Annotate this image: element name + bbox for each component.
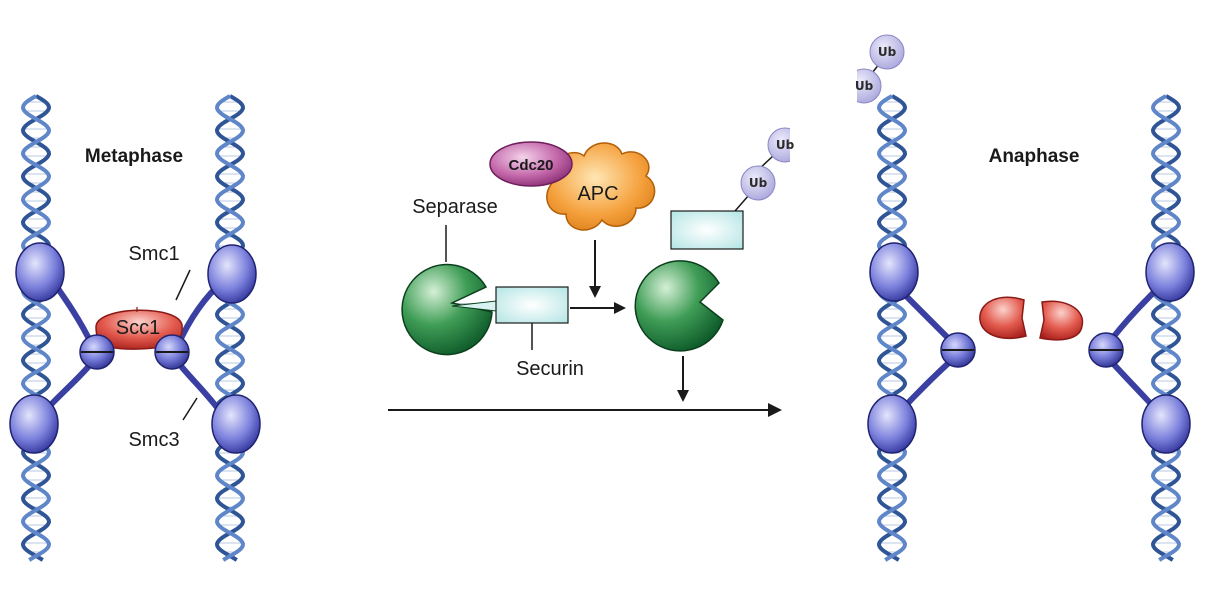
separase-protein — [401, 263, 493, 356]
ub-label-3: Ub — [878, 45, 897, 59]
scc1-fragment-right — [1039, 300, 1084, 341]
smc1-label: Smc1 — [128, 243, 179, 265]
ubiquitinated-securin — [670, 210, 744, 250]
dna-strand — [214, 94, 246, 562]
smc1-leader — [175, 269, 191, 301]
scc1-label: Scc1 — [116, 317, 160, 339]
smc3-hinge-left — [9, 394, 59, 454]
dna-strand — [1150, 94, 1182, 562]
ub-label-4: Ub — [855, 79, 874, 93]
ubiquitin-3 — [869, 34, 905, 70]
cdc20-protein — [489, 141, 573, 187]
smc3-leader — [182, 397, 198, 421]
apc-label: APC — [577, 183, 618, 205]
apc-complex — [546, 142, 656, 231]
smc3-coil-right — [173, 357, 225, 417]
dna-strand — [876, 94, 908, 562]
smc3-hinge-right — [211, 394, 261, 454]
metaphase-cohesin-complex — [9, 242, 261, 454]
dna-strand — [1150, 94, 1182, 562]
active-separase — [634, 260, 724, 352]
anaphase-cleaved-cohesin — [830, 34, 1195, 454]
securin-label: Securin — [516, 358, 584, 380]
metaphase-label: Metaphase — [85, 146, 183, 167]
ubiquitin-1 — [740, 165, 776, 201]
smc1-hinge-left — [15, 242, 65, 302]
separase-label: Separase — [412, 196, 498, 218]
smc3-label: Smc3 — [128, 429, 179, 451]
cdc20-label: Cdc20 — [508, 157, 553, 174]
scc1-fragment-left — [979, 296, 1027, 340]
dna-double-helix — [1150, 94, 1182, 562]
dna-double-helix — [876, 94, 908, 562]
dna-double-helix — [214, 94, 246, 562]
ub-label-2: Ub — [776, 138, 795, 152]
separase-activation-pathway — [388, 120, 830, 417]
dna-double-helix — [20, 94, 52, 562]
dna-strand — [20, 94, 52, 562]
dna-strand — [20, 94, 52, 562]
securin-protein — [495, 286, 569, 324]
dna-strand — [876, 94, 908, 562]
ub-label-1: Ub — [749, 176, 768, 190]
anaphase-label: Anaphase — [989, 146, 1080, 167]
dna-strand — [214, 94, 246, 562]
smc1-hinge-right — [207, 244, 257, 304]
